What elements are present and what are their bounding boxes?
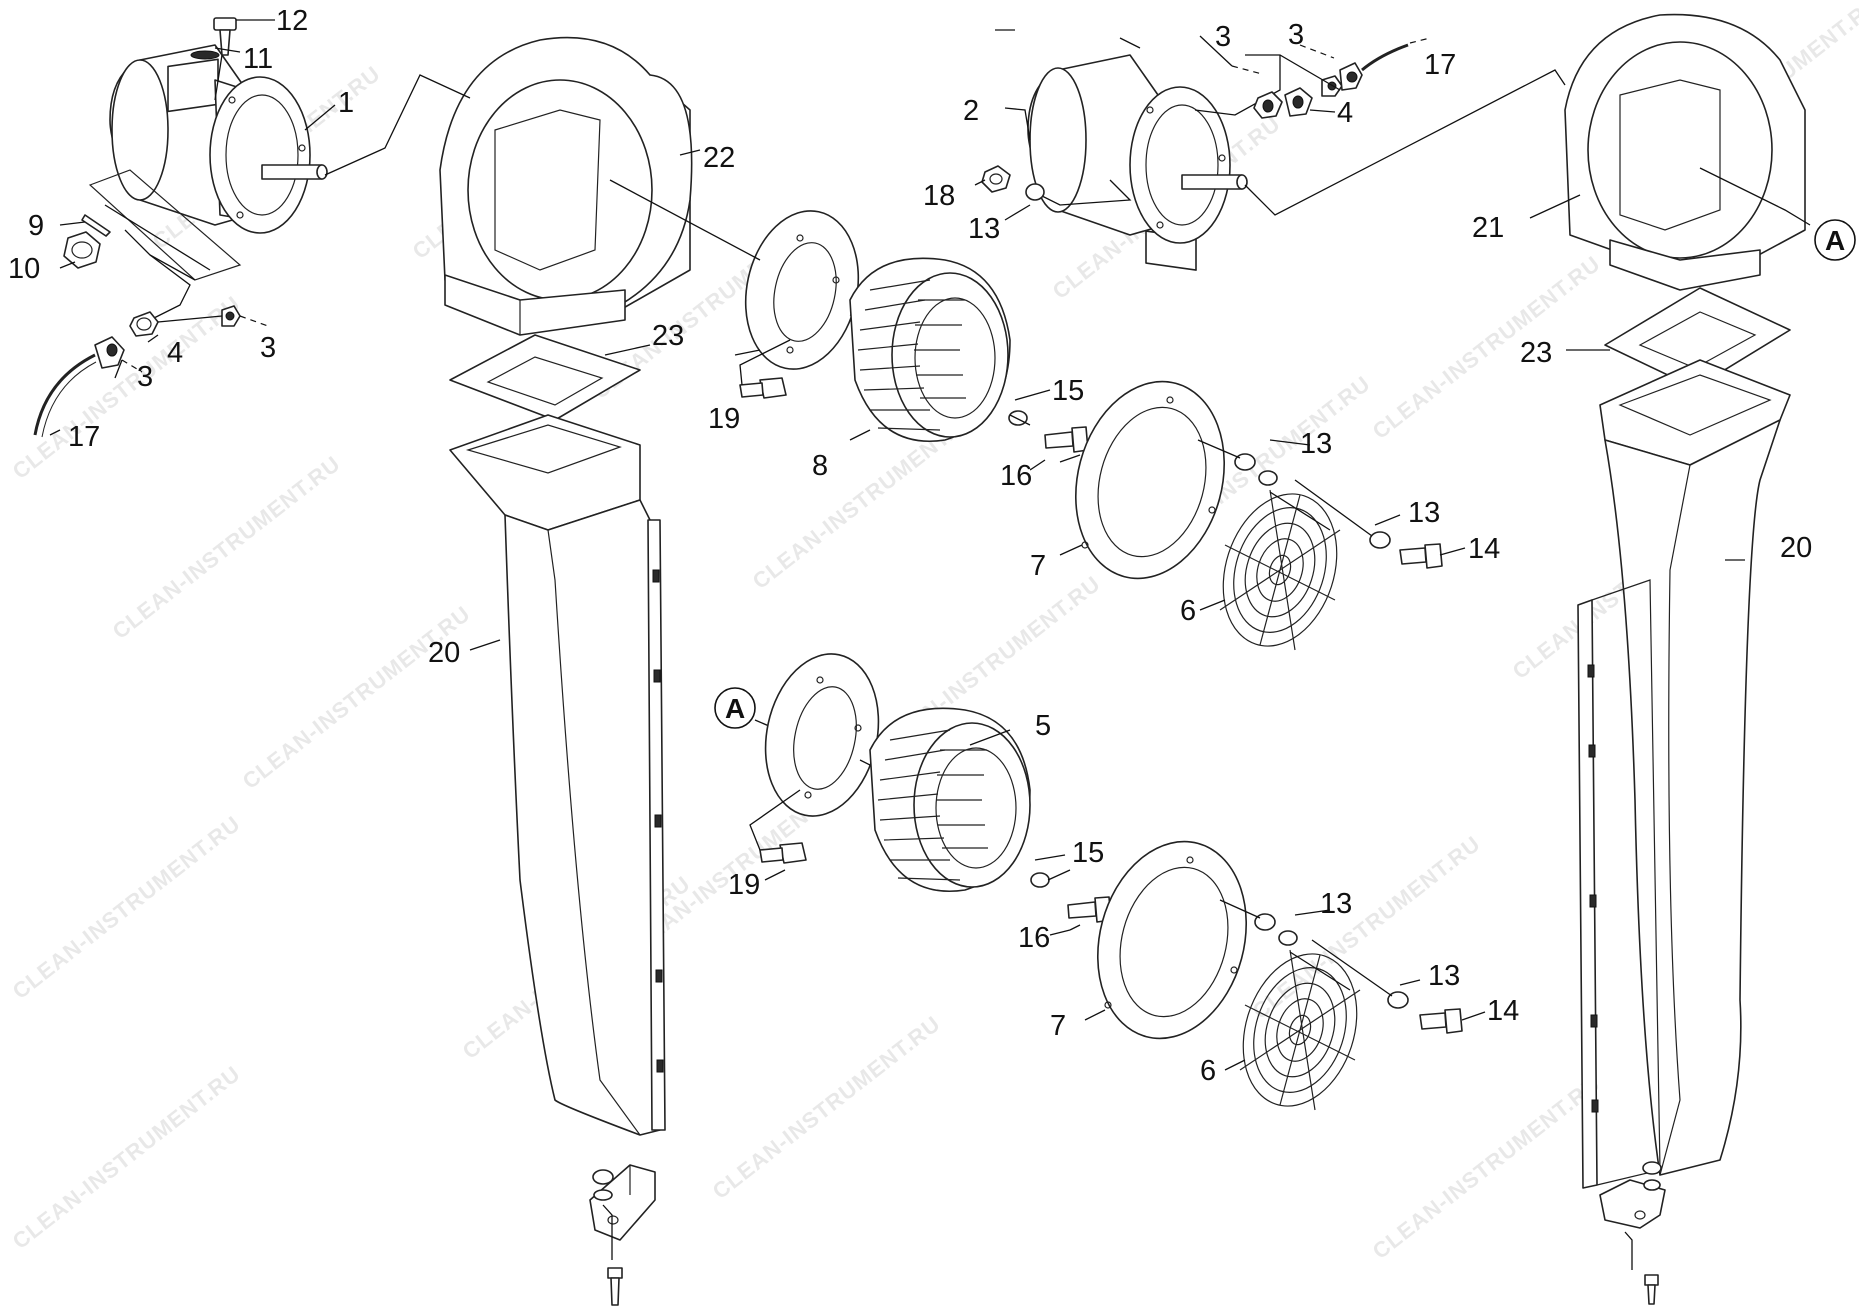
washer-9 xyxy=(81,214,111,237)
bolt-14-bottom xyxy=(1419,1008,1463,1034)
bolt-16-top xyxy=(1044,426,1089,453)
watermark: CLEAN-INSTRUMENT.RU xyxy=(8,291,245,484)
air-duct-left xyxy=(449,414,666,1136)
screw-12 xyxy=(190,17,237,60)
label-13: 13 xyxy=(968,213,1000,245)
label-4: 4 xyxy=(1337,97,1353,129)
fan-housing-right xyxy=(1564,13,1806,291)
cable-17-right xyxy=(1361,43,1409,72)
label-6: 6 xyxy=(1180,595,1196,627)
washer-13-bottom xyxy=(1387,991,1409,1009)
washer-15-top xyxy=(1008,410,1028,426)
nut-10 xyxy=(63,231,101,269)
nut-18 xyxy=(981,165,1011,193)
protective-grille-6-top xyxy=(1219,489,1341,651)
motor-left xyxy=(109,44,328,234)
reference-marker-a xyxy=(714,687,756,729)
air-duct-right xyxy=(1577,359,1791,1189)
fan-housing-left xyxy=(439,36,693,336)
flange-7-bottom xyxy=(1096,840,1248,1040)
impeller-5 xyxy=(869,707,1031,892)
label-17: 17 xyxy=(1424,49,1456,81)
leader-line xyxy=(324,74,471,176)
label-13: 13 xyxy=(1300,428,1332,460)
label-3: 3 xyxy=(1288,19,1304,51)
motor-right xyxy=(1027,54,1248,271)
label-20: 20 xyxy=(428,637,460,669)
mounting-flange-top xyxy=(744,210,860,370)
watermark: CLEAN-INSTRUMENT.RU xyxy=(708,1011,945,1204)
label-13: 13 xyxy=(1408,497,1440,529)
label-21: 21 xyxy=(1472,212,1504,244)
label-19: 19 xyxy=(728,869,760,901)
label-leaders xyxy=(49,19,1745,1071)
label-8: 8 xyxy=(812,450,828,482)
impeller-8 xyxy=(849,257,1011,442)
leader-line xyxy=(609,179,761,261)
label-7: 7 xyxy=(1030,550,1046,582)
label-3: 3 xyxy=(1215,21,1231,53)
label-1: 1 xyxy=(338,87,354,119)
washer-13-motor xyxy=(1025,183,1045,201)
mounting-flange-bottom xyxy=(764,653,880,817)
label-23: 23 xyxy=(1520,337,1552,369)
label-20: 20 xyxy=(1780,532,1812,564)
watermark: CLEAN-INSTRUMENT.RU xyxy=(1368,251,1605,444)
label-22: 22 xyxy=(703,142,735,174)
label-2: 2 xyxy=(963,95,979,127)
label-11: 11 xyxy=(243,43,273,75)
reference-marker-a xyxy=(1814,219,1856,261)
label-18: 18 xyxy=(923,180,955,212)
label-12: 12 xyxy=(276,5,308,37)
watermark: CLEAN-INSTRUMENT.RU xyxy=(238,601,475,794)
label-15: 15 xyxy=(1052,375,1084,407)
terminal-plate xyxy=(88,169,242,281)
label-14: 14 xyxy=(1487,995,1519,1027)
protective-grille-6-bottom xyxy=(1239,949,1361,1111)
watermark: CLEAN-INSTRUMENT.RU xyxy=(108,451,345,644)
washer-13-bottom xyxy=(1278,930,1298,946)
reference-marker-a-label: A xyxy=(1825,225,1845,256)
label-10: 10 xyxy=(8,253,40,285)
label-7: 7 xyxy=(1050,1010,1066,1042)
part-labels: 12 11 1 9 10 4 3 3 17 22 23 20 3 3 17 2 … xyxy=(8,5,1812,1087)
washer-15-bottom xyxy=(1030,872,1050,888)
cable-17-left xyxy=(33,336,143,438)
bolt-19-bottom xyxy=(759,842,807,864)
cable-gland-left xyxy=(129,305,269,337)
label-16: 16 xyxy=(1018,922,1050,954)
watermark: CLEAN-INSTRUMENT.RU xyxy=(8,1061,245,1254)
gasket-23-left xyxy=(449,334,641,421)
label-3: 3 xyxy=(137,361,153,393)
washer-13-top xyxy=(1258,470,1278,486)
mounting-bracket-left xyxy=(589,1164,656,1306)
label-3: 3 xyxy=(260,332,276,364)
label-13: 13 xyxy=(1428,960,1460,992)
label-16: 16 xyxy=(1000,460,1032,492)
label-5: 5 xyxy=(1035,710,1051,742)
bolt-19-top xyxy=(739,377,787,399)
washer-13-top xyxy=(1234,453,1256,471)
label-19: 19 xyxy=(708,403,740,435)
flange-7-top xyxy=(1074,380,1226,580)
watermark: CLEAN-INSTRUMENT.RU xyxy=(8,811,245,1004)
label-17: 17 xyxy=(68,421,100,453)
label-6: 6 xyxy=(1200,1055,1216,1087)
reference-marker-a-label: A xyxy=(725,693,745,724)
bolt-14-top xyxy=(1399,543,1443,569)
label-13: 13 xyxy=(1320,888,1352,920)
mounting-bracket-right xyxy=(1599,1161,1666,1305)
watermark: CLEAN-INSTRUMENT.RU xyxy=(1368,1071,1605,1264)
washer-13-top xyxy=(1369,531,1391,549)
gasket-23-right xyxy=(1604,287,1791,389)
label-15: 15 xyxy=(1072,837,1104,869)
label-14: 14 xyxy=(1468,533,1500,565)
label-9: 9 xyxy=(28,210,44,242)
label-23: 23 xyxy=(652,320,684,352)
label-4: 4 xyxy=(167,337,183,369)
